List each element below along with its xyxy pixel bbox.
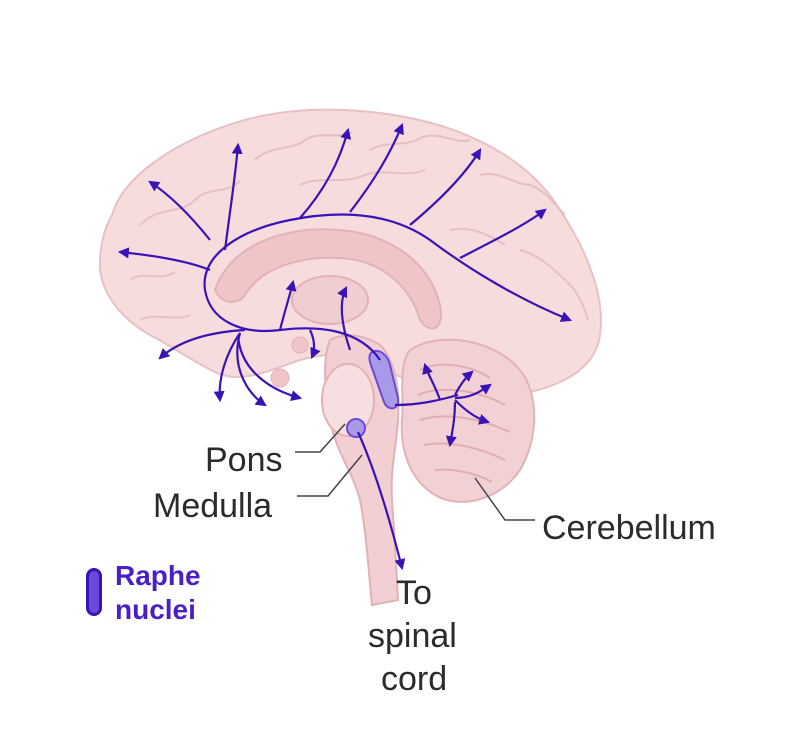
spinal-cord-label-line2: spinal [368,617,457,655]
spinal-cord-label-line1: To [396,574,432,612]
pons-label: Pons [205,441,283,479]
legend-label-line2: nuclei [115,594,196,625]
thalamus [291,275,369,325]
medulla-leader [297,454,363,497]
gyri-texture [129,131,589,321]
medulla-label: Medulla [153,487,273,525]
raphe-nuclei-lower [346,418,366,438]
pons-leader [295,423,346,453]
cerebellum-label: Cerebellum [542,509,716,547]
leader-lines [295,423,535,521]
serotonin-pathways [117,122,573,571]
raphe-nuclei-upper [368,350,400,410]
raphe-legend-swatch [86,568,102,616]
mammillary-body [291,336,309,354]
pituitary [270,368,290,388]
spinal-cord-label-line3: cord [381,660,448,698]
cerebellum-leader [474,477,535,521]
corpus-callosum [213,228,442,330]
pons [321,363,375,437]
cerebellum [400,338,536,503]
legend-label-line1: Raphe [115,560,201,591]
